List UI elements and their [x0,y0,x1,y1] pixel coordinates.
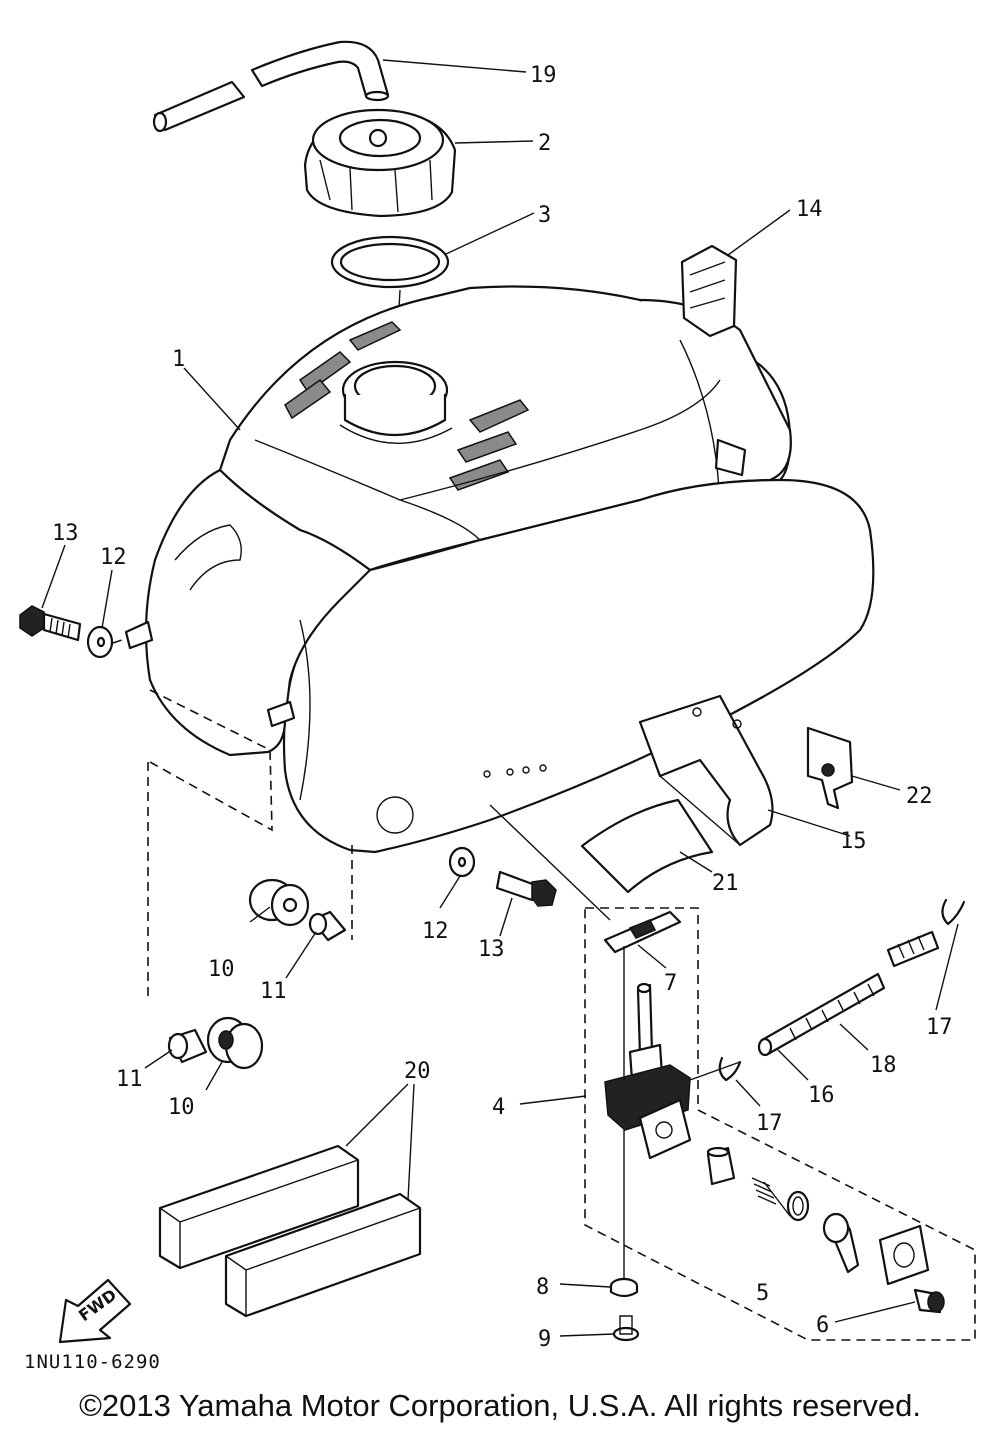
callout-22: 22 [906,784,933,809]
part-fuel-hose [757,972,886,1057]
callout-21: 21 [712,871,739,896]
part-seal-8 [609,1277,639,1298]
copyright-notice: ©2013 Yamaha Motor Corporation, U.S.A. A… [79,1388,921,1423]
part-cover-15 [638,694,774,847]
part-bolt-left [19,605,82,642]
callout-17-upper: 17 [926,1015,953,1040]
callout-6: 6 [816,1313,829,1338]
part-damper-lower [206,1016,264,1070]
part-cock-gasket [603,910,682,954]
part-screw-9 [612,1315,640,1342]
callout-3: 3 [538,203,551,228]
callout-8: 8 [536,1275,549,1300]
callout-12-left: 12 [100,545,127,570]
part-screw-6 [913,1288,945,1314]
callout-15: 15 [840,829,867,854]
part-collar-upper [308,910,347,942]
part-inner-spring [751,1177,777,1205]
part-washer-center [448,846,476,878]
callout-9: 9 [538,1327,551,1352]
part-clip-lower [718,1056,742,1082]
fwd-arrow-icon: FWD [58,1278,132,1344]
part-spring-short [886,930,940,968]
part-sheet-21 [580,798,714,894]
part-fuel-tank [124,285,875,854]
part-washer-left [86,625,114,659]
callout-18: 18 [870,1053,897,1078]
callout-13-left: 13 [52,521,79,546]
part-rubber-pad [680,244,738,338]
leader-lines [41,59,959,1337]
callout-10-upper: 10 [208,957,235,982]
callout-1: 1 [172,347,185,372]
part-collar-lower [167,1028,208,1064]
callout-19: 19 [530,63,557,88]
callout-14: 14 [796,197,823,222]
callout-7: 7 [664,971,677,996]
callout-16: 16 [808,1083,835,1108]
part-bolt-center [495,870,557,907]
callout-12-center: 12 [422,919,449,944]
part-damper-upper [248,878,310,927]
callout-4: 4 [492,1095,505,1120]
callout-5: 5 [756,1281,769,1306]
part-bracket-22 [806,726,854,810]
callout-10-lower: 10 [168,1095,195,1120]
part-oring-5 [786,1190,810,1222]
drawing-code: 1NU110-6290 [24,1351,161,1373]
callout-20: 20 [404,1059,431,1084]
part-damper-strips [158,1144,422,1318]
part-clip-upper [941,898,966,926]
part-cap-gasket [330,235,450,289]
callout-11-lower: 11 [116,1067,143,1092]
part-breather-hose [152,40,390,133]
callout-11-upper: 11 [260,979,287,1004]
part-fuel-cock [604,982,692,1160]
part-cover-plate [878,1224,930,1286]
callout-13-center: 13 [478,937,505,962]
callout-17-lower: 17 [756,1111,783,1136]
part-fuel-cap [303,108,457,218]
part-lever [822,1212,860,1274]
callout-2: 2 [538,131,551,156]
part-inner-filter [706,1146,736,1186]
